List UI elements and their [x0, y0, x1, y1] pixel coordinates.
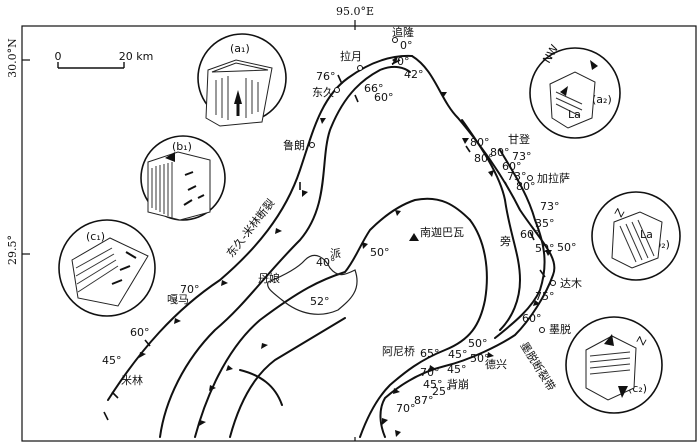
svg-text:70°: 70°: [390, 55, 410, 68]
svg-text:60°: 60°: [520, 228, 540, 241]
svg-text:70°: 70°: [396, 402, 416, 415]
inset-a2: (a₂) NW La: [529, 42, 621, 139]
main-bend-outer: [379, 55, 556, 438]
lower-inner-line: [229, 317, 346, 438]
svg-text:60°: 60°: [374, 91, 394, 104]
latitude-top-label: 30.0°N: [6, 38, 19, 78]
inset-a1: (a₁): [197, 33, 287, 127]
inset-c1: (c₁): [58, 219, 156, 317]
place-dongjiu: 东久: [312, 86, 334, 99]
latitude-mid-label: 29.5°: [6, 235, 19, 265]
svg-text:La: La: [568, 108, 581, 121]
svg-text:60°: 60°: [502, 160, 522, 173]
bottom-thrust: [239, 369, 283, 406]
svg-text:73°: 73°: [507, 170, 527, 183]
place-milin: 米林: [121, 373, 143, 387]
second-boundary-line: [159, 65, 411, 438]
dip-labels: 0° 70° 42° 76° 66° 60° 80° 80° 80° 73° 6…: [102, 39, 577, 415]
svg-text:80°: 80°: [474, 152, 494, 165]
place-pai: 派: [330, 247, 341, 260]
place-beibeng: 背崩: [447, 377, 469, 391]
svg-text:50°: 50°: [470, 352, 490, 365]
dongjiu-milin-fault: [107, 54, 413, 401]
svg-text:50°: 50°: [370, 246, 390, 259]
svg-text:60°: 60°: [522, 312, 542, 325]
svg-text:35°: 35°: [535, 217, 555, 230]
map-frame: [21, 25, 697, 442]
svg-text:65°: 65°: [420, 347, 440, 360]
svg-text:40°: 40°: [316, 256, 336, 269]
east-shear-line-2: [494, 149, 546, 339]
svg-text:60°: 60°: [130, 326, 150, 339]
place-ganden: 甘登: [508, 132, 530, 146]
svg-text:75°: 75°: [535, 290, 555, 303]
svg-text:(a₂): (a₂): [592, 93, 612, 106]
svg-text:73°: 73°: [512, 150, 532, 163]
svg-text:80°: 80°: [490, 146, 510, 159]
svg-text:45°: 45°: [423, 378, 443, 391]
svg-text:La: La: [640, 228, 653, 241]
svg-text:0°: 0°: [400, 39, 413, 52]
jialasa-marker: [527, 175, 533, 181]
place-layue: 拉月: [340, 49, 362, 63]
inner-loop-right: [359, 219, 488, 438]
svg-text:25°: 25°: [432, 385, 452, 398]
inner-loop-left: [194, 197, 471, 438]
place-zhuilong: 追隆: [392, 25, 414, 39]
place-dexing: 德兴: [485, 357, 507, 371]
svg-text:73°: 73°: [540, 200, 560, 213]
lulang-marker: [309, 142, 315, 148]
scale-bar: 0 20 km: [55, 50, 154, 69]
strike-symbols: [103, 59, 546, 421]
svg-text:66°: 66°: [364, 82, 384, 95]
svg-text:80°: 80°: [516, 180, 536, 193]
layue-marker: [357, 65, 363, 71]
place-damu: 达木: [560, 277, 582, 290]
place-namjagbarwa: 南迦巴瓦: [420, 226, 464, 239]
svg-text:70°: 70°: [180, 283, 200, 296]
place-medog: 墨脱: [549, 322, 571, 336]
svg-text:45°: 45°: [448, 348, 468, 361]
place-danniang: 丹娘: [258, 271, 280, 285]
place-jialasa: 加拉萨: [537, 171, 570, 185]
svg-text:45°: 45°: [102, 354, 122, 367]
svg-text:50°: 50°: [468, 337, 488, 350]
inset-b1: (b₁): [140, 135, 226, 221]
svg-text:(a₁): (a₁): [230, 42, 250, 55]
scale-zero: 0: [55, 50, 62, 63]
dongjiu-marker: [334, 87, 340, 93]
svg-text:52°: 52°: [310, 295, 330, 308]
svg-text:50°: 50°: [557, 241, 577, 254]
fault-label-medog: 墨脱断裂带: [517, 339, 558, 393]
place-anniqiao: 阿尼桥: [382, 345, 415, 358]
svg-text:50°: 50°: [535, 242, 555, 255]
place-pang: 旁: [500, 234, 511, 248]
svg-text:42°: 42°: [404, 68, 424, 81]
scale-distance: 20 km: [119, 50, 154, 63]
thrust-teeth: [139, 56, 552, 437]
zhuilong-marker: [392, 37, 398, 43]
inset-b2: (b₂) Z La: [591, 191, 681, 281]
damu-marker: [550, 280, 556, 286]
river-line: [267, 254, 358, 315]
medog-marker: [539, 327, 545, 333]
peak-marker: [409, 233, 419, 241]
inset-c2: (c₂) Z: [565, 316, 663, 414]
place-gama: 嘎马: [167, 293, 189, 306]
svg-text:(b₁): (b₁): [172, 140, 192, 153]
svg-text:70°: 70°: [420, 366, 440, 379]
longitude-label: 95.0°E: [336, 5, 374, 18]
svg-text:80°: 80°: [470, 136, 490, 149]
svg-text:45°: 45°: [447, 363, 467, 376]
svg-text:(c₁): (c₁): [86, 230, 105, 243]
place-lulang: 鲁朗: [283, 138, 305, 152]
svg-text:76°: 76°: [316, 70, 336, 83]
svg-text:87°: 87°: [414, 394, 434, 407]
east-shear-line-1: [461, 119, 521, 331]
